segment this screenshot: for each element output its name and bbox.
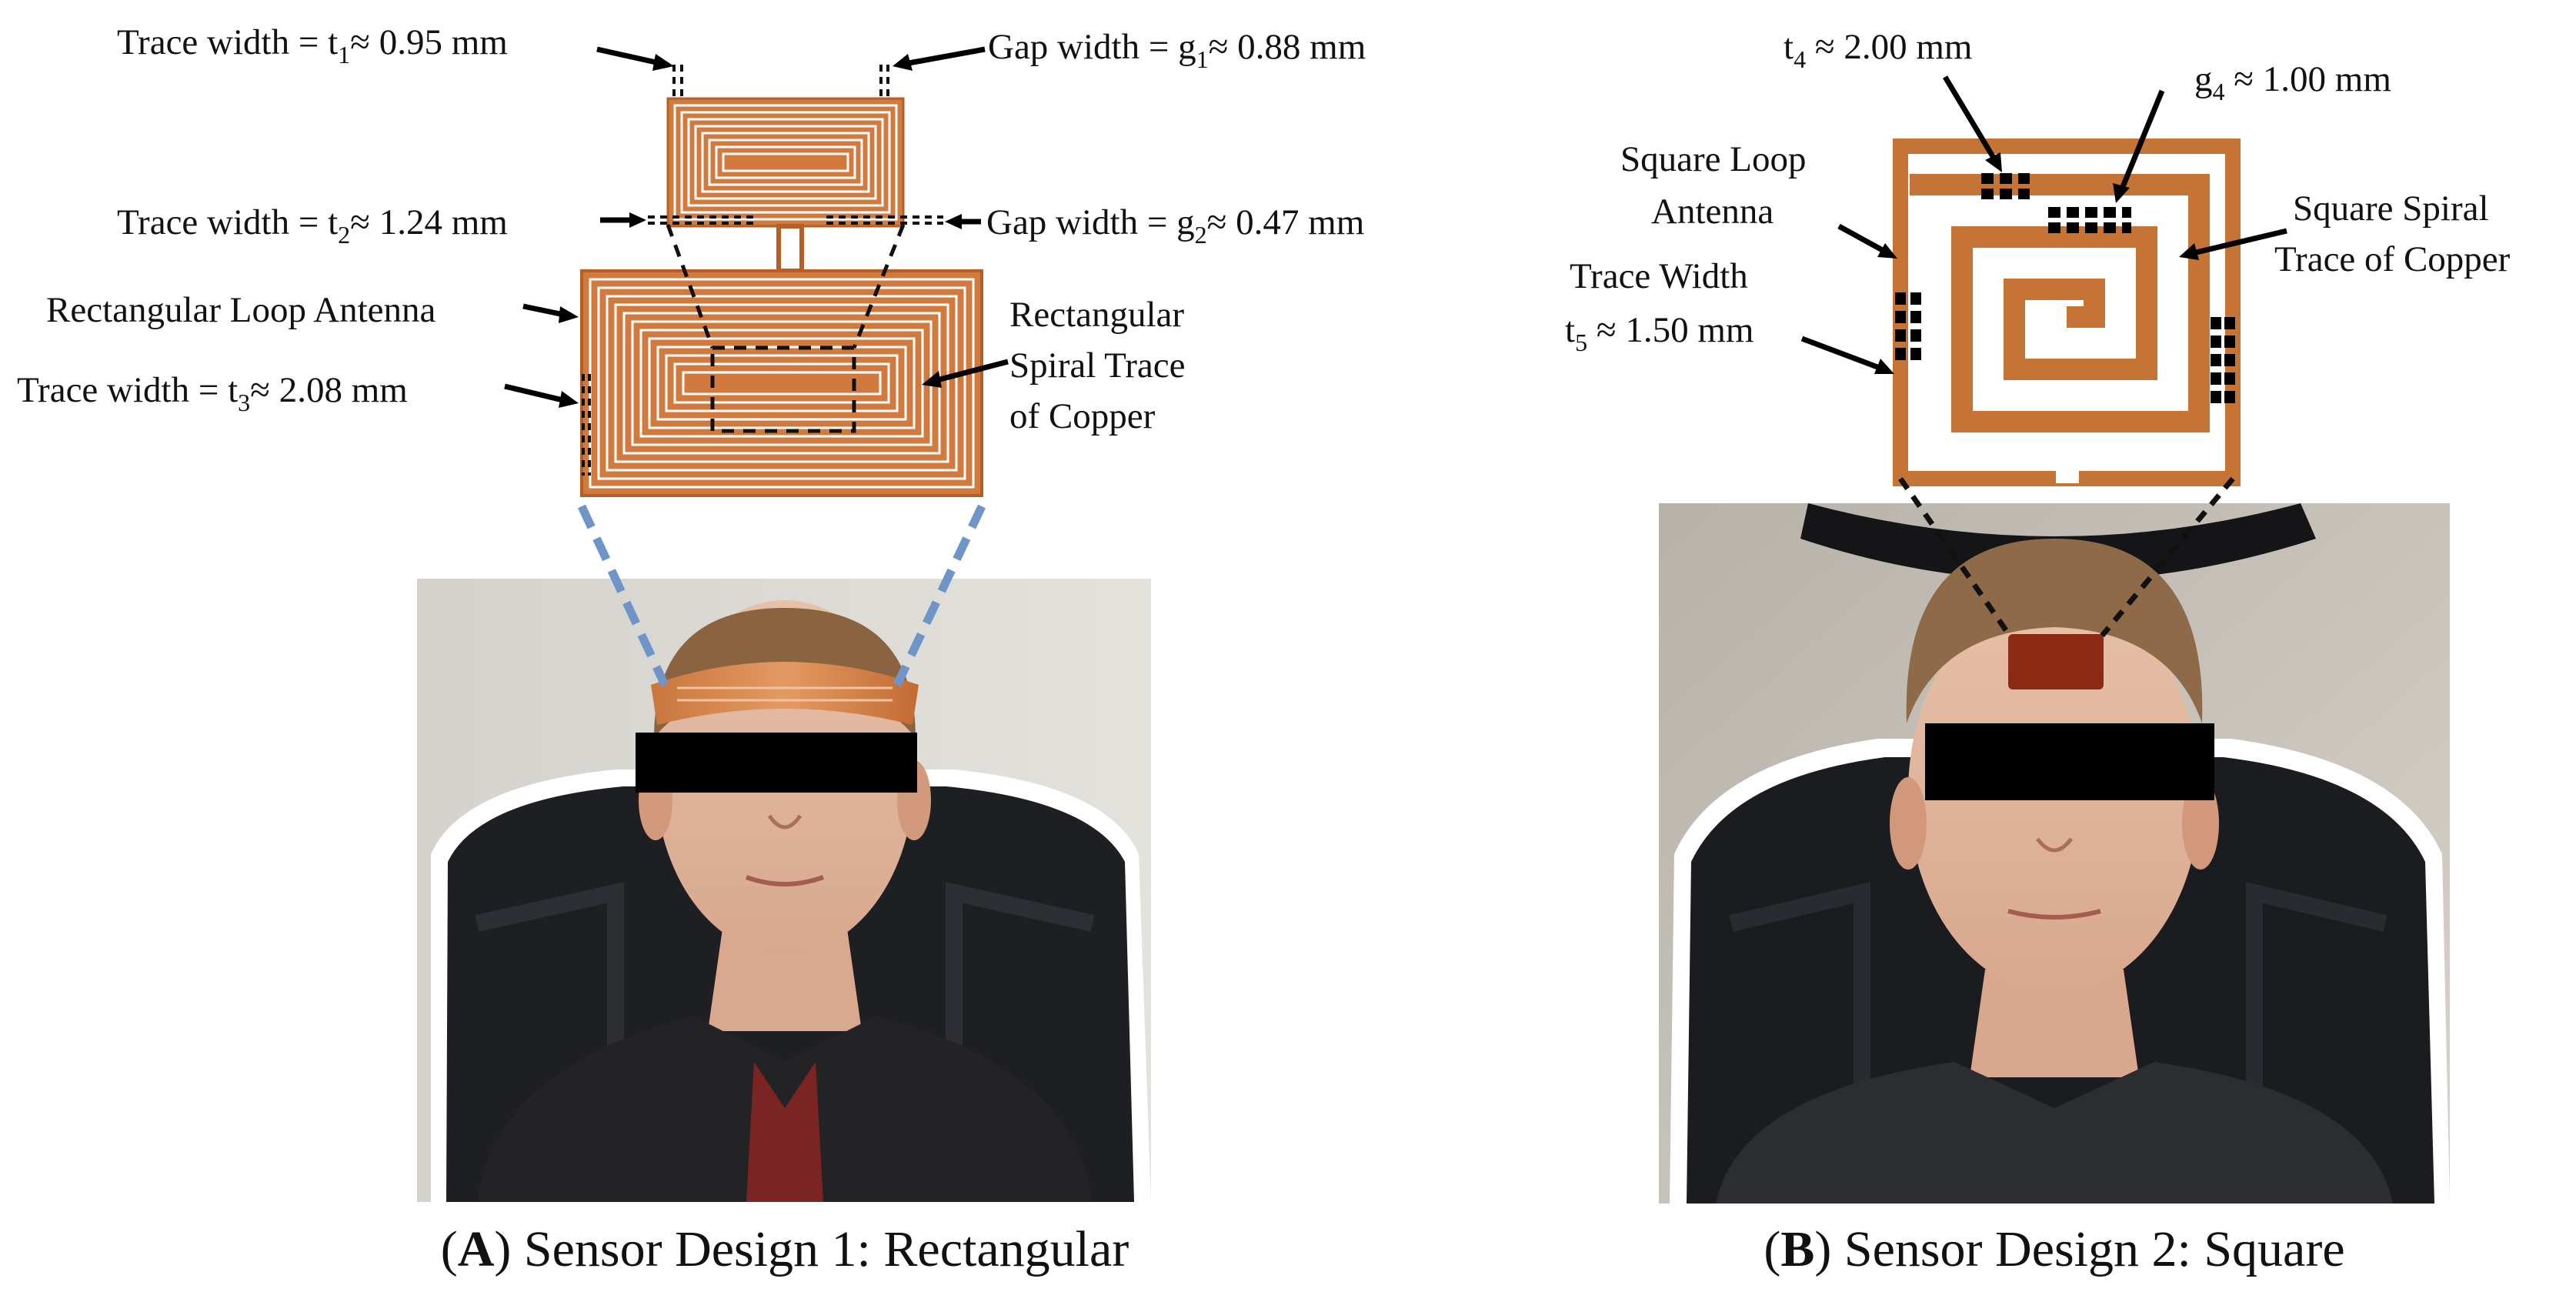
caption-a: (A) Sensor Design 1: Rectangular [441,1221,1129,1277]
spiral-trace [708,139,863,186]
spiral-trace [687,118,884,207]
label-g2: Gap width = g2≈ 0.47 mm [986,202,1364,249]
spiral-trace [648,337,916,429]
spiral-trace [722,152,849,172]
spiral-trace [589,278,975,489]
label-t5: t5 ≈ 1.50 mm [1565,310,1753,356]
eye-redaction-a [636,733,917,793]
label-g1: Gap width = g1≈ 0.88 mm [988,27,1366,73]
label-rect-spiral-1: Rectangular [1009,295,1184,335]
small-rectangular-sensor [666,97,905,228]
sensor-stem [776,224,804,273]
annotation-arrows-b [1800,75,2287,374]
label-square-loop-2: Antenna [1651,192,1774,232]
spiral-trace [680,111,891,214]
spiral-trace [701,132,870,193]
square-loop-antenna [1893,139,2241,486]
eye-redaction-b [1925,723,2214,800]
photo-subject-a [417,579,1151,1202]
spiral-trace [665,354,899,412]
label-t2: Trace width = t2≈ 1.24 mm [117,202,508,249]
spiral-trace [597,286,966,480]
label-rect-spiral-3: of Copper [1009,396,1156,436]
panel-a: Trace width = t1≈ 0.95 mm Gap width = g1… [17,22,1366,1277]
label-t3: Trace width = t3≈ 2.08 mm [17,370,408,416]
caption-b: (B) Sensor Design 2: Square [1763,1221,2344,1277]
spiral-trace [682,371,882,396]
spiral-trace [606,295,958,472]
label-t1: Trace width = t1≈ 0.95 mm [117,22,508,68]
label-rect-loop-antenna: Rectangular Loop Antenna [46,290,436,330]
panel-b: t4 ≈ 2.00 mm g4 ≈ 1.00 mm Square Loop An… [1565,27,2511,1277]
label-t4: t4 ≈ 2.00 mm [1784,27,1972,73]
spiral-trace [673,104,898,221]
spiral-trace [694,125,877,200]
label-square-spiral-2: Trace of Copper [2274,239,2511,279]
label-trace-width: Trace Width [1570,256,1748,296]
spiral-trace [614,303,949,463]
photo-subject-b [1659,503,2450,1204]
spiral-trace [639,329,924,438]
label-rect-spiral-2: Spiral Trace [1009,346,1185,386]
label-square-spiral-1: Square Spiral [2293,189,2489,229]
label-square-loop-1: Square Loop [1620,139,1806,179]
annotation-arrows-a [504,46,1009,408]
zoom-region [710,346,856,433]
spiral-trace [673,362,890,404]
label-g4: g4 ≈ 1.00 mm [2194,59,2391,105]
rectangular-loop-antenna [580,269,983,497]
spiral-trace [715,145,856,179]
